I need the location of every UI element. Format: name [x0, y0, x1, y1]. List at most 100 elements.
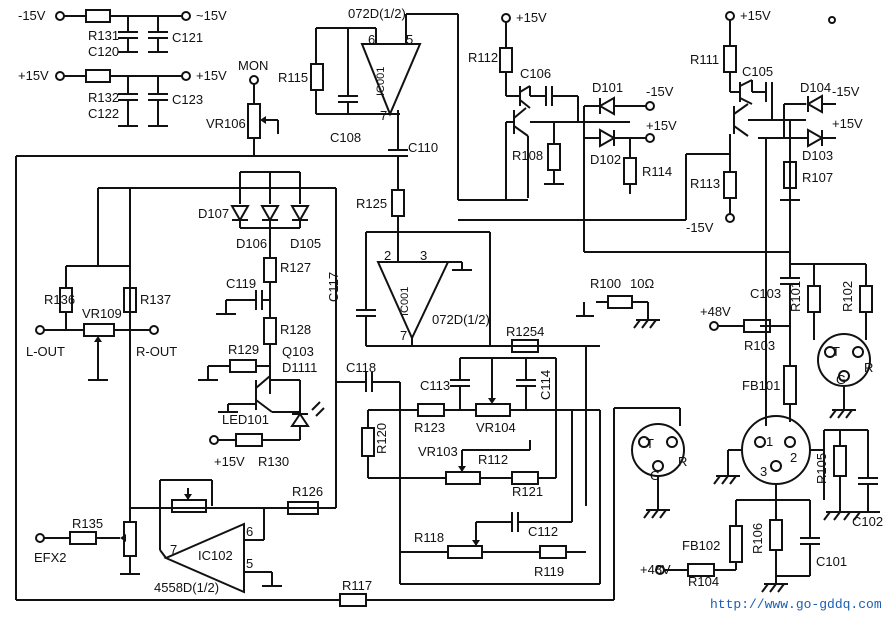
label-pos48v-b: +48V — [640, 562, 671, 577]
label-pos48v-a: +48V — [700, 304, 731, 319]
label-c118: C118 — [346, 360, 376, 375]
label-pos15v-d103: +15V — [832, 116, 863, 131]
label-jack-t2: T — [646, 436, 654, 451]
label-neg15v-in: -15V — [18, 8, 46, 23]
label-r125: R125 — [356, 196, 387, 211]
label-r111: R111 — [690, 52, 719, 67]
label-jack-g2: G — [650, 468, 660, 483]
label-ic001-top: IC001 — [375, 67, 387, 96]
label-r100: R100 — [590, 276, 621, 291]
label-q103: Q103 — [282, 344, 314, 359]
label-c105: C105 — [742, 64, 773, 79]
label-r136: R136 — [44, 292, 75, 307]
efx2-section: EFX2 R135 IC102 4558D(1/2) 7 6 5 R126 R1… — [16, 188, 615, 607]
label-jack-g1: G — [836, 372, 846, 387]
mic-input-section: C103 R101 R102 +48V R103 T R G FB101 1 2… — [614, 252, 883, 593]
label-c101: C101 — [816, 554, 847, 569]
transistor-block-2: +15V R111 C105 D104 -15V +15V R113 D103 … — [458, 8, 863, 426]
label-r121: R121 — [512, 484, 543, 499]
label-r1254: R1254 — [506, 324, 544, 339]
label-r126: R126 — [292, 484, 323, 499]
label-c102: C102 — [852, 514, 883, 529]
label-r128: R128 — [280, 322, 311, 337]
ic001-middle-section: 2 3 7 IC001 072D(1/2) C117 C118 — [326, 231, 600, 392]
label-jack-r2: R — [678, 454, 687, 469]
label-r115: R115 — [278, 70, 308, 85]
label-r123: R123 — [414, 420, 445, 435]
label-pin7-mid: 7 — [400, 328, 407, 343]
r100-section: R100 10Ω — [576, 276, 660, 329]
label-jack-r1: R — [864, 360, 873, 375]
label-r113: R113 — [690, 176, 720, 191]
label-ic001-top-part: 072D(1/2) — [348, 6, 406, 21]
label-ic001-mid-part: 072D(1/2) — [432, 312, 490, 327]
label-r108: R108 — [512, 148, 543, 163]
label-r135: R135 — [72, 516, 103, 531]
label-r130: R130 — [258, 454, 289, 469]
label-pin3: 3 — [420, 248, 427, 263]
label-r104: R104 — [688, 574, 719, 589]
mon-section: MON VR106 072D(1/2) 6 5 7 IC001 R115 C10… — [206, 6, 459, 232]
label-r114: R114 — [642, 164, 672, 179]
label-pin6: 6 — [368, 32, 375, 47]
label-r118: R118 — [414, 530, 444, 545]
label-c117: C117 — [326, 272, 341, 302]
label-pos15v-q2: +15V — [740, 8, 771, 23]
label-r112b: R112 — [478, 452, 508, 467]
label-pos15v-out: +15V — [196, 68, 227, 83]
label-d102: D102 — [590, 152, 621, 167]
label-d105: D105 — [290, 236, 321, 251]
label-pin5-ic102: 5 — [246, 556, 253, 571]
label-vr109: VR109 — [82, 306, 122, 321]
label-r112: R112 — [468, 50, 498, 65]
label-d1111: D1111 — [282, 360, 317, 375]
label-r119: R119 — [534, 564, 564, 579]
label-d106: D106 — [236, 236, 267, 251]
label-xlr-pin3: 3 — [760, 464, 767, 479]
label-pin2: 2 — [384, 248, 391, 263]
label-vr106: VR106 — [206, 116, 246, 131]
label-r132: R132 — [88, 90, 119, 105]
label-c120: C120 — [88, 44, 119, 59]
label-neg15v-r113: -15V — [686, 220, 714, 235]
label-efx2: EFX2 — [34, 550, 67, 565]
power-supply-filters: -15V ~15V R131 C120 C121 +15V +15V R132 … — [18, 8, 227, 127]
label-pos15v-led: +15V — [214, 454, 245, 469]
label-c119: C119 — [226, 276, 256, 291]
label-pos15v-q1: +15V — [516, 10, 547, 25]
label-neg15v-d104: -15V — [832, 84, 860, 99]
label-r-out: R-OUT — [136, 344, 177, 359]
label-c123: C123 — [172, 92, 203, 107]
label-d107: D107 — [198, 206, 229, 221]
label-c122: C122 — [88, 106, 119, 121]
label-pin7-top: 7 — [380, 108, 387, 123]
label-c103: C103 — [750, 286, 781, 301]
label-fb102: FB102 — [682, 538, 720, 553]
label-ic102-part: 4558D(1/2) — [154, 580, 219, 595]
label-d101: D101 — [592, 80, 623, 95]
label-c112: C112 — [528, 524, 558, 539]
label-r103: R103 — [744, 338, 775, 353]
label-ic001-mid: IC001 — [399, 287, 411, 316]
label-neg15v-out: ~15V — [196, 8, 227, 23]
led-driver-section: D107 D106 D105 R127 C119 R128 R129 Q103 … — [15, 155, 337, 600]
label-neg15v-d101: -15V — [646, 84, 674, 99]
label-r105: R105 — [814, 453, 829, 484]
label-l-out: L-OUT — [26, 344, 65, 359]
label-mon: MON — [238, 58, 268, 73]
label-r101: R101 — [788, 281, 803, 312]
label-c121: C121 — [172, 30, 203, 45]
label-c106: C106 — [520, 66, 551, 81]
label-pin7-ic102: 7 — [170, 542, 177, 557]
label-vr103: VR103 — [418, 444, 458, 459]
label-xlr-pin2: 2 — [790, 450, 797, 465]
label-r137: R137 — [140, 292, 171, 307]
eq-network: R1254 C113 C114 R123 VR104 R120 VR103 R1… — [361, 324, 601, 585]
label-pos15v-d102: +15V — [646, 118, 677, 133]
label-xlr-pin1: 1 — [766, 434, 773, 449]
label-r107: R107 — [802, 170, 833, 185]
label-r117: R117 — [342, 578, 372, 593]
label-c110: C110 — [408, 140, 438, 155]
label-r131: R131 — [88, 28, 119, 43]
